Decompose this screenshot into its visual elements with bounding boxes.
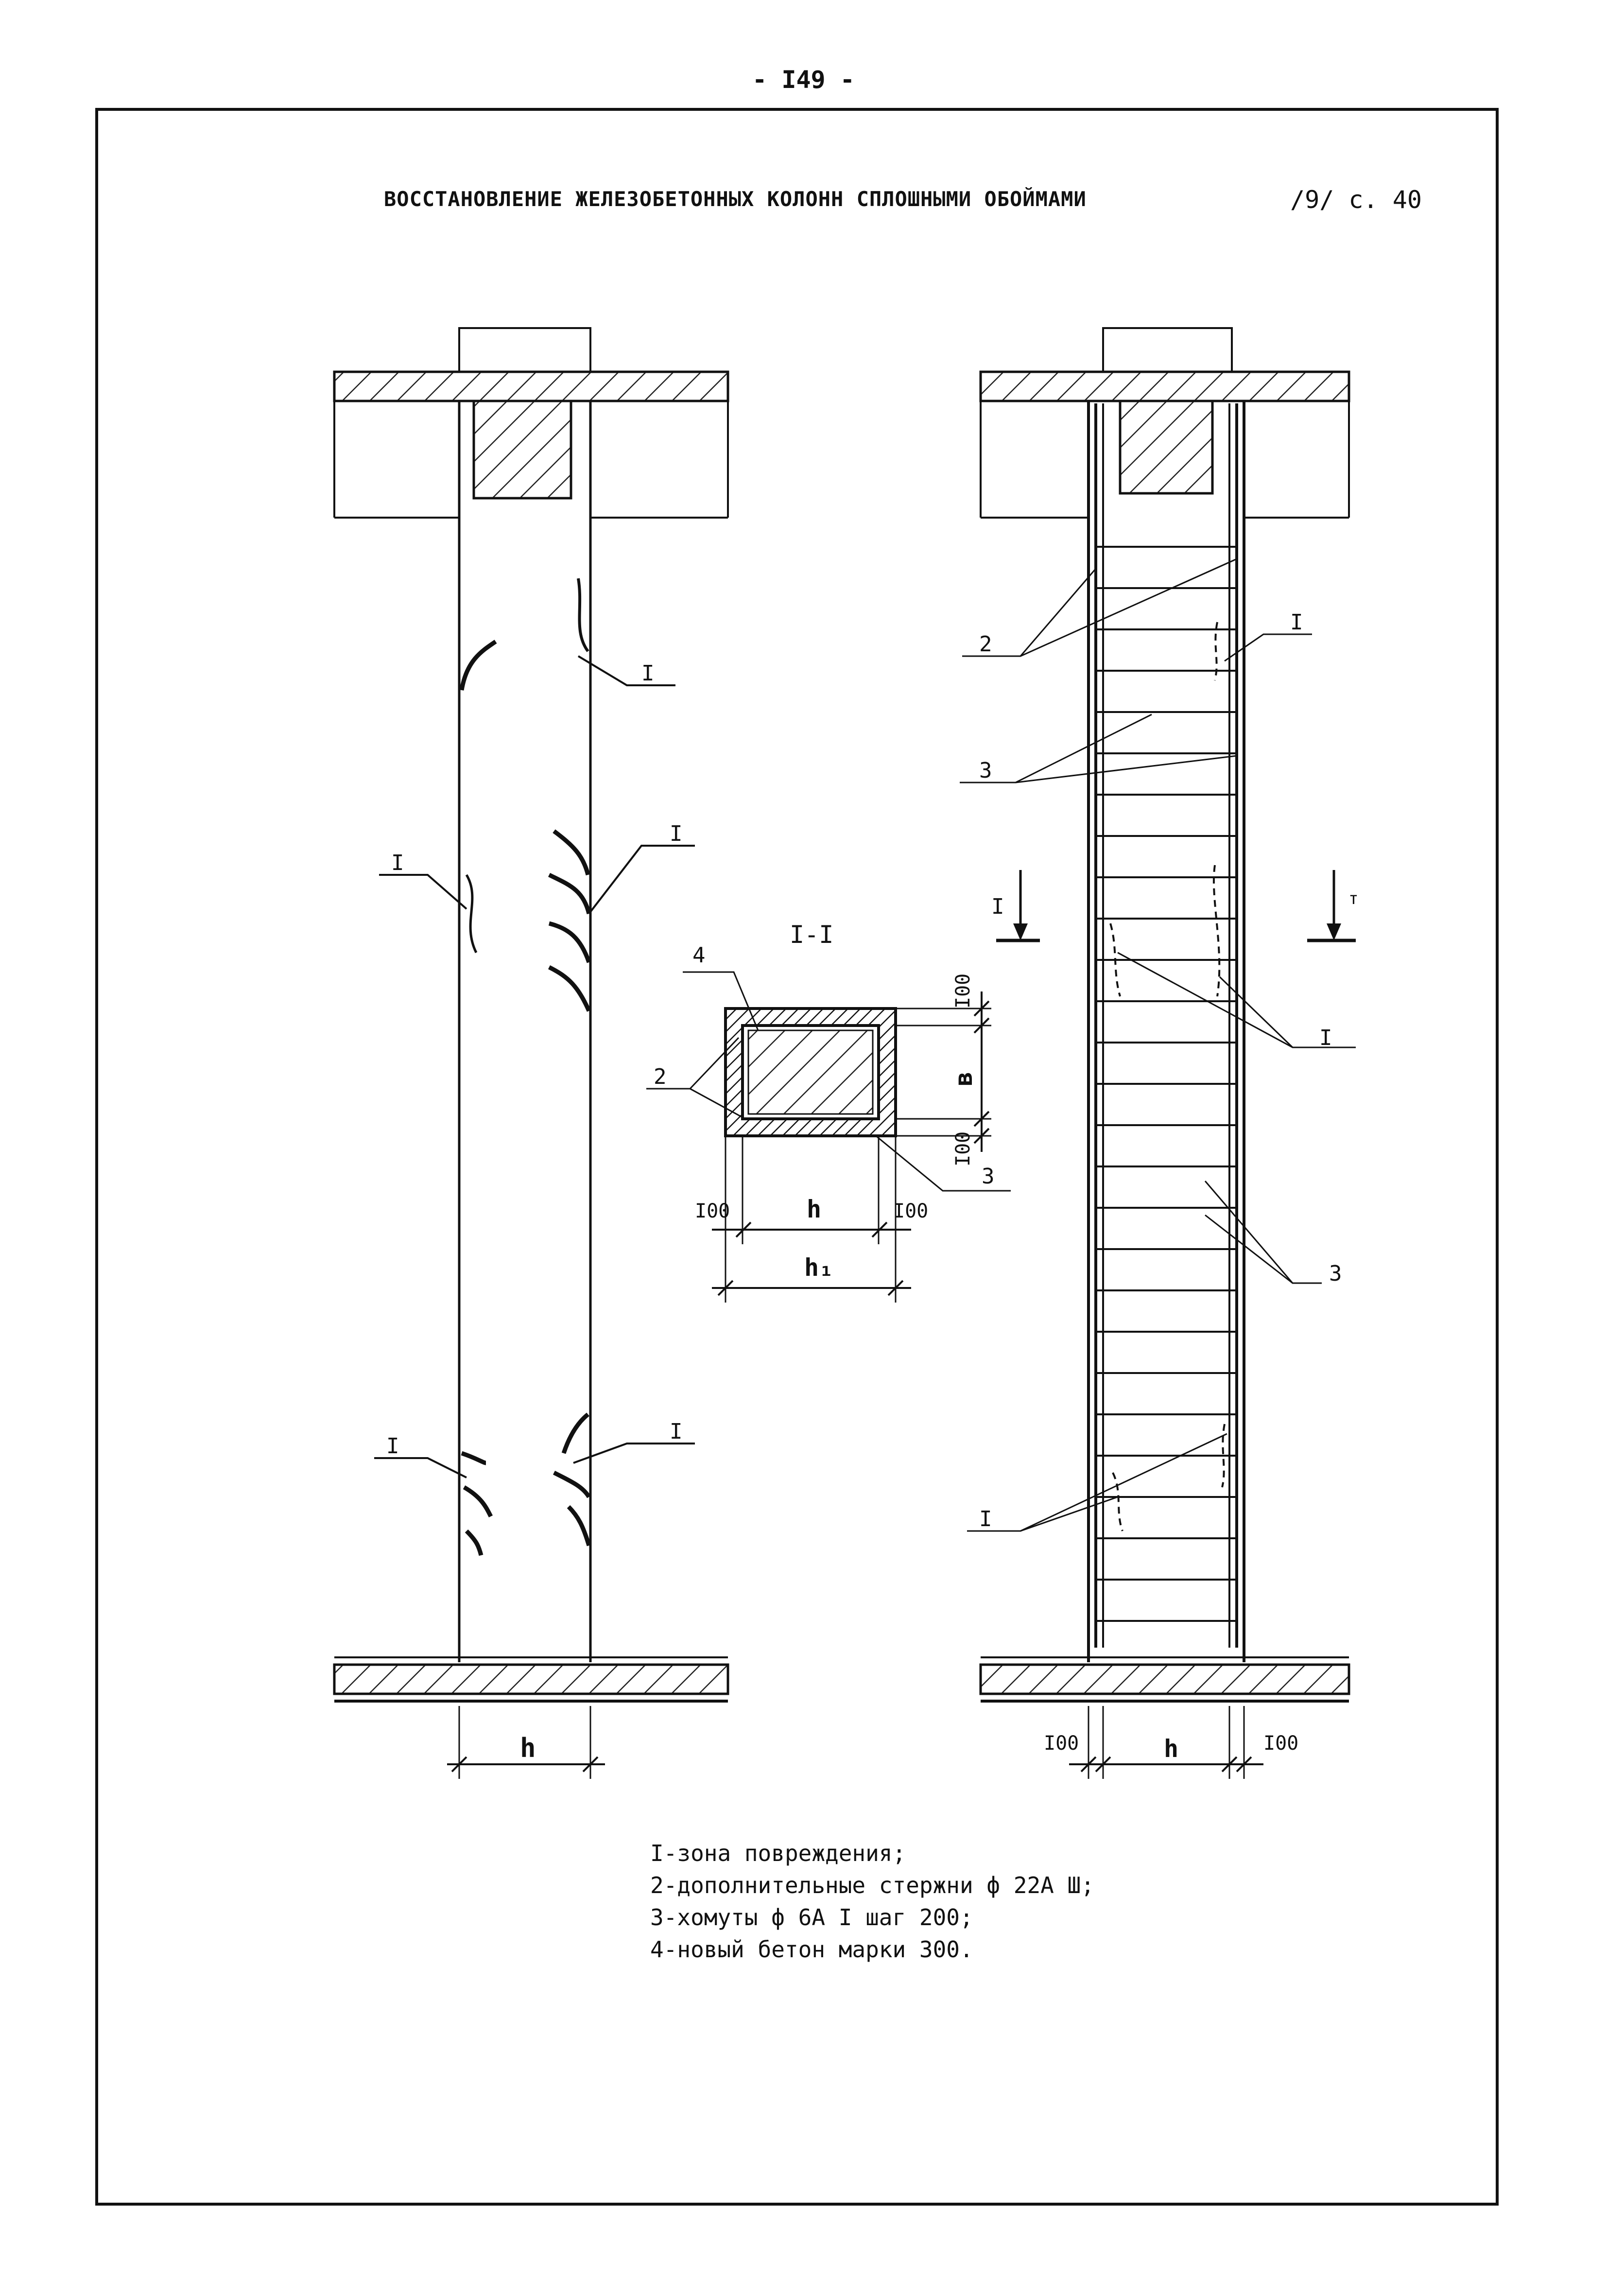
left-label-damage-4: I [386, 1434, 399, 1459]
left-label-damage-5: I [670, 1419, 683, 1444]
right-label-damage-2: I [1319, 1026, 1332, 1050]
left-dim-h: h [520, 1733, 536, 1763]
section-label-2: 2 [654, 1064, 667, 1089]
legend-item: 4-новый бетон марки 300. [650, 1936, 973, 1963]
section-label-3: 3 [982, 1164, 995, 1189]
legend-item: 2-дополнительные стержни ф 22А Ш; [650, 1872, 1094, 1898]
right-dim-h: h [1164, 1735, 1178, 1763]
right-label-damage-1: I [1290, 610, 1303, 635]
cross-section-drawing [646, 971, 1011, 1303]
legend-item: 3-хомуты ф 6А I шаг 200; [650, 1904, 973, 1931]
stirrup-lines [1096, 546, 1237, 1622]
left-label-damage-3: I [391, 851, 404, 875]
section-dim-right: I00 [893, 1200, 928, 1222]
legend-item: I-зона повреждения; [650, 1840, 906, 1866]
left-label-damage-1: I [641, 661, 655, 686]
right-label-rebar: 2 [979, 632, 992, 657]
page-reference: /9/ с. 40 [1290, 186, 1422, 214]
left-label-damage-2: I [670, 821, 683, 846]
drawing-title: ВОССТАНОВЛЕНИЕ ЖЕЛЕЗОБЕТОННЫХ КОЛОНН СПЛ… [384, 187, 1087, 211]
right-column-drawing [960, 327, 1356, 1779]
section-mark-right: т [1348, 889, 1358, 908]
section-dim-top: I00 [952, 974, 974, 1009]
section-dim-b: в [950, 1072, 978, 1086]
right-dim-right: I00 [1263, 1732, 1298, 1755]
section-dim-h1: h₁ [804, 1253, 833, 1282]
section-dim-left: I00 [695, 1200, 730, 1222]
section-mark-left: I [991, 894, 1004, 919]
section-title: I-I [790, 921, 833, 949]
section-dim-bottom: I00 [952, 1131, 974, 1166]
page-number: - I49 - [752, 66, 855, 94]
legend: I-зона повреждения; 2-дополнительные сте… [650, 1837, 1094, 1966]
drawing-frame [95, 108, 1499, 2206]
section-label-4: 4 [692, 943, 706, 968]
left-column-drawing [333, 327, 729, 1779]
right-label-damage-3: I [979, 1507, 992, 1531]
right-dim-left: I00 [1044, 1732, 1079, 1755]
right-label-stirrup-1: 3 [979, 758, 992, 783]
section-dim-h: h [807, 1195, 821, 1223]
right-label-stirrup-2: 3 [1329, 1261, 1342, 1286]
